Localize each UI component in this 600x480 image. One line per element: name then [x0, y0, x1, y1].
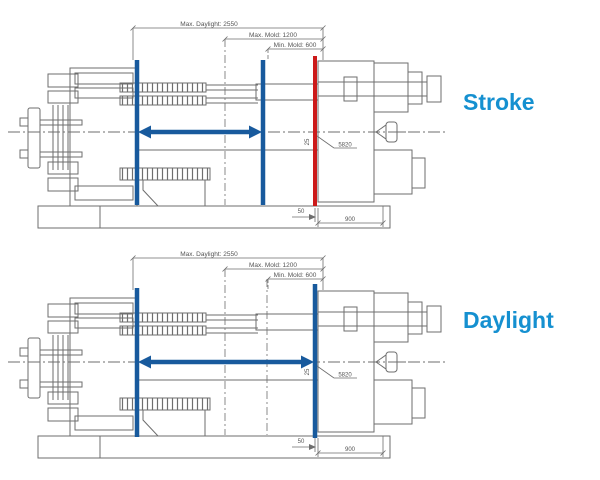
stroke-title: Stroke [463, 89, 535, 115]
base-width-label: 900 [345, 217, 356, 223]
diagram-stroke: Max. Daylight: 2550 Max. Mold: 1200 Min.… [7, 21, 449, 229]
foot-offset-label: 50 [298, 209, 305, 215]
max-mold-label: Max. Mold: 1200 [249, 262, 297, 269]
min-mold-label: Min. Mold: 600 [274, 42, 317, 49]
platen-offset-label: 25 [305, 368, 311, 375]
base-width-label: 900 [345, 447, 356, 453]
leader-value-label: 5820 [338, 143, 352, 149]
max-mold-label: Max. Mold: 1200 [249, 32, 297, 39]
leader-value-label: 5820 [338, 373, 352, 379]
stroke-arrow [138, 125, 262, 139]
max-daylight-label: Max. Daylight: 2550 [180, 251, 238, 258]
platen-offset-label: 25 [305, 138, 311, 145]
dimension-lines [130, 255, 386, 458]
foot-offset-label: 50 [298, 439, 305, 445]
min-mold-label: Min. Mold: 600 [274, 272, 317, 279]
dimension-lines [130, 25, 386, 228]
machine-line-art [7, 290, 449, 459]
daylight-arrow [138, 355, 314, 369]
diagram-daylight: Max. Daylight: 2550 Max. Mold: 1200 Min.… [7, 251, 449, 459]
max-daylight-label: Max. Daylight: 2550 [180, 21, 238, 28]
machine-line-art [7, 60, 449, 229]
daylight-title: Daylight [463, 307, 554, 333]
